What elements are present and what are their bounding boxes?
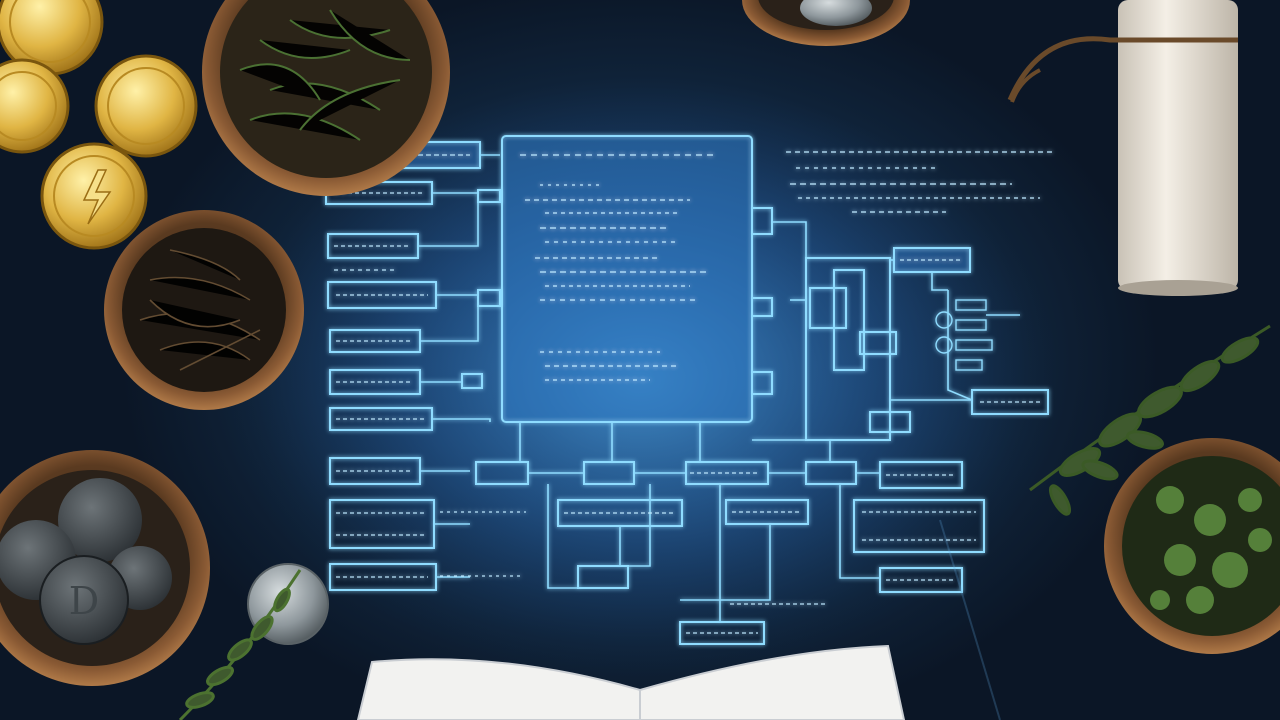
herb-bowl-right	[1104, 438, 1280, 654]
svg-text:D: D	[69, 579, 99, 623]
herb-sprig-left	[178, 569, 302, 720]
central-panel	[501, 135, 753, 423]
herb-bowl-top	[202, 0, 450, 196]
tea-bowl-left	[104, 210, 304, 410]
flow-box	[879, 461, 963, 489]
herb-sprig-right	[1029, 324, 1271, 516]
flow-box	[853, 499, 985, 553]
coin-bowl-top	[742, 0, 910, 46]
flow-box	[971, 389, 1049, 415]
flow-box	[725, 499, 809, 525]
coin-bowl-bottom-left: D	[0, 450, 210, 686]
flow-box	[805, 257, 891, 441]
paper-scroll	[1007, 0, 1238, 296]
flow-box	[577, 565, 629, 589]
flow-box	[679, 621, 765, 645]
gold-coins	[0, 0, 198, 250]
flow-box	[879, 567, 963, 593]
open-book	[356, 644, 906, 720]
